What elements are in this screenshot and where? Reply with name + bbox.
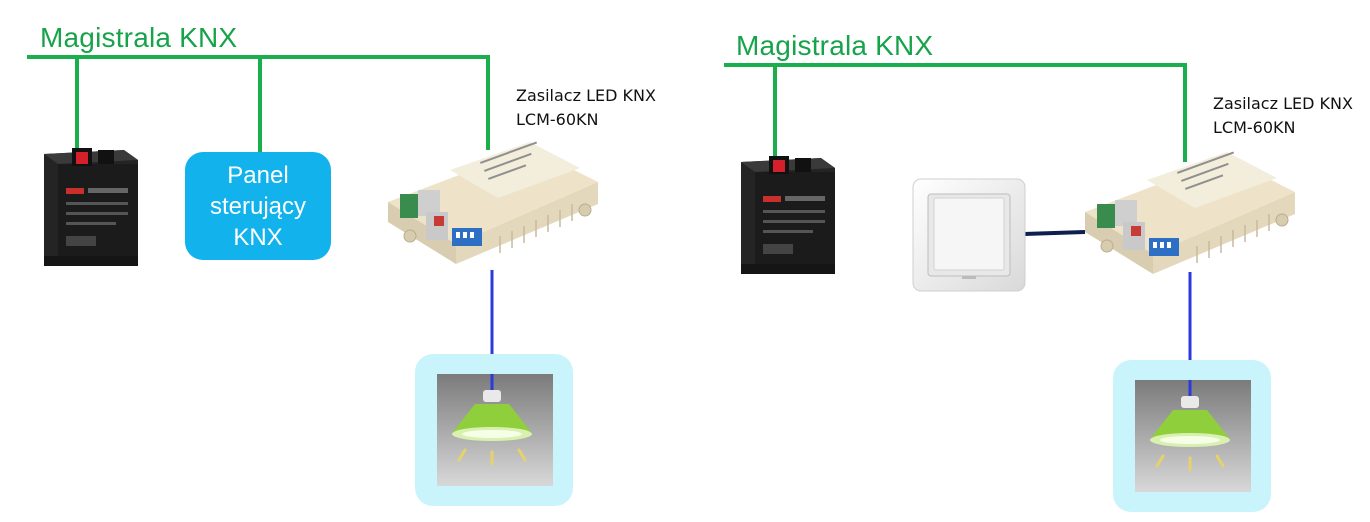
panel-label-line3: KNX bbox=[233, 223, 283, 251]
knx-control-panel: Panel sterujący KNX bbox=[185, 152, 331, 260]
led-driver-icon bbox=[1085, 151, 1295, 274]
panel-label-line2: sterujący bbox=[209, 192, 307, 220]
switch-cable bbox=[1023, 230, 1086, 236]
knx-power-supply-icon bbox=[44, 148, 138, 266]
lamp-icon bbox=[415, 354, 573, 506]
left-knx-bus-line bbox=[27, 55, 490, 152]
right-bus-title: Magistrala KNX bbox=[736, 30, 934, 61]
right-driver-label-line2: LCM-60KN bbox=[1213, 118, 1296, 137]
right-driver-label-line1: Zasilacz LED KNX bbox=[1213, 94, 1353, 113]
left-driver-label-line1: Zasilacz LED KNX bbox=[516, 86, 656, 105]
right-driver-label: Zasilacz LED KNX LCM-60KN bbox=[1213, 92, 1353, 140]
knx-power-supply-icon bbox=[741, 156, 835, 274]
panel-label-line1: Panel bbox=[227, 161, 289, 189]
left-driver-label: Zasilacz LED KNX LCM-60KN bbox=[516, 84, 656, 132]
lamp-icon bbox=[1113, 360, 1271, 512]
left-bus-title: Magistrala KNX bbox=[40, 22, 238, 53]
right-knx-bus-line bbox=[724, 63, 1187, 162]
led-driver-icon bbox=[388, 141, 598, 264]
wall-switch-icon bbox=[912, 178, 1026, 292]
left-driver-label-line2: LCM-60KN bbox=[516, 110, 599, 129]
